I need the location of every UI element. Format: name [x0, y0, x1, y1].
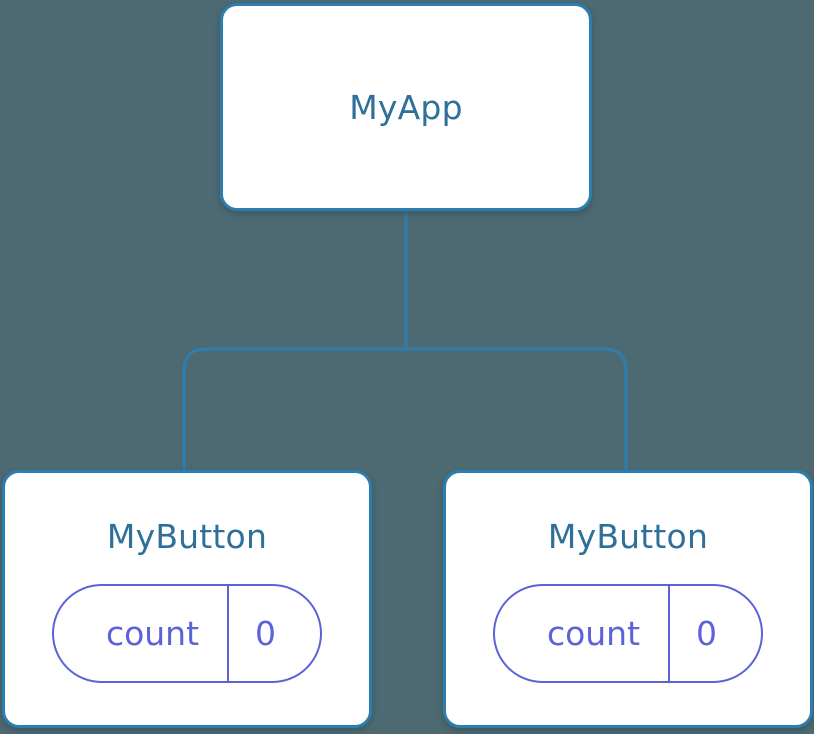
node-title: MyApp: [349, 87, 463, 127]
state-value: 0: [255, 614, 277, 653]
edge-branch-to-child-left: [182, 347, 406, 474]
node-mybutton-2[interactable]: MyButton count 0: [443, 470, 813, 728]
node-title: MyButton: [547, 517, 709, 556]
state-divider: [668, 586, 671, 681]
node-title: MyButton: [106, 517, 268, 556]
state-pill[interactable]: count 0: [51, 584, 323, 683]
state-key: count: [546, 614, 641, 653]
state-key: count: [105, 614, 200, 653]
node-myapp[interactable]: MyApp: [220, 3, 592, 211]
state-pill[interactable]: count 0: [492, 584, 764, 683]
edge-branch-to-child-right: [406, 347, 628, 474]
state-value: 0: [696, 614, 718, 653]
node-mybutton-1[interactable]: MyButton count 0: [2, 470, 372, 728]
state-divider: [227, 586, 230, 681]
